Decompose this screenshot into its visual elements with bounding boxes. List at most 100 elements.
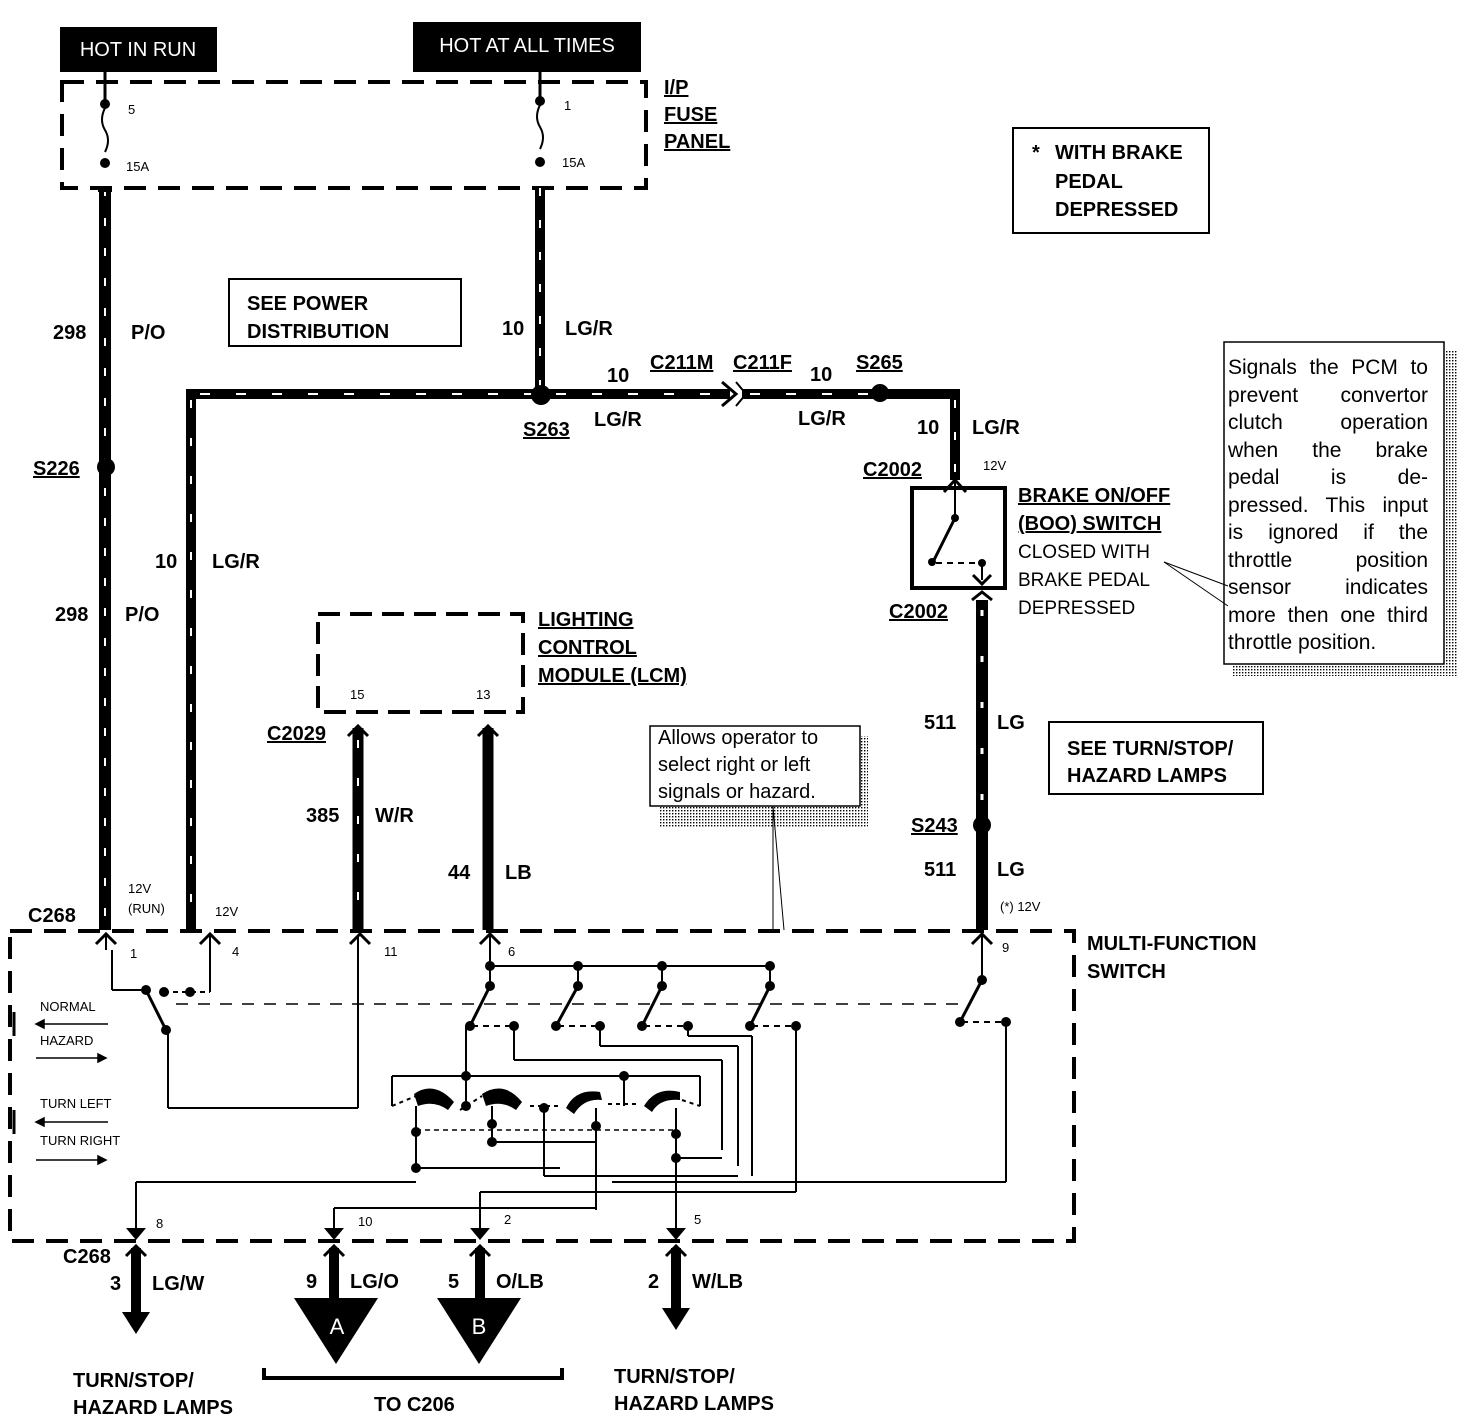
svg-text:SWITCH: SWITCH: [1087, 961, 1166, 983]
svg-text:3: 3: [110, 1273, 121, 1295]
svg-text:HAZARD LAMPS: HAZARD LAMPS: [1067, 765, 1227, 787]
hot-in-run-header: HOT IN RUN: [60, 27, 217, 72]
svg-text:DISTRIBUTION: DISTRIBUTION: [247, 321, 389, 343]
svg-text:13: 13: [476, 687, 490, 702]
svg-text:2: 2: [648, 1271, 659, 1293]
svg-text:HAZARD: HAZARD: [40, 1033, 93, 1048]
svg-text:LIGHTING: LIGHTING: [538, 609, 634, 631]
svg-text:W/R: W/R: [375, 805, 414, 827]
svg-text:DEPRESSED: DEPRESSED: [1018, 598, 1135, 619]
fuse-right: [535, 96, 545, 167]
svg-text:W/LB: W/LB: [692, 1271, 743, 1293]
svg-text:Allows operator to: Allows operator to: [658, 727, 818, 749]
svg-text:15A: 15A: [126, 159, 149, 174]
svg-text:LG/R: LG/R: [212, 551, 260, 573]
svg-text:5: 5: [694, 1212, 701, 1227]
svg-text:C268: C268: [63, 1246, 111, 1268]
pcm-note-text: Signals the PCM to prevent convertor clu…: [1228, 354, 1428, 657]
svg-text:P/O: P/O: [131, 322, 165, 344]
svg-text:LG/R: LG/R: [798, 408, 846, 430]
svg-text:B: B: [472, 1314, 487, 1339]
svg-text:15: 15: [350, 687, 364, 702]
svg-text:LG/R: LG/R: [565, 318, 613, 340]
svg-text:10: 10: [810, 364, 832, 386]
svg-text:HOT IN RUN: HOT IN RUN: [80, 39, 196, 61]
fuse-panel-label: I/P: [664, 77, 688, 99]
svg-text:5: 5: [128, 102, 135, 117]
svg-text:385: 385: [306, 805, 339, 827]
svg-text:8: 8: [156, 1216, 163, 1231]
svg-text:signals or hazard.: signals or hazard.: [658, 781, 816, 803]
svg-text:9: 9: [306, 1271, 317, 1293]
svg-text:1: 1: [130, 946, 137, 961]
svg-text:S265: S265: [856, 352, 903, 374]
svg-text:TURN LEFT: TURN LEFT: [40, 1096, 112, 1111]
svg-text:2: 2: [504, 1212, 511, 1227]
svg-text:12V: 12V: [215, 904, 238, 919]
svg-text:LB: LB: [505, 862, 532, 884]
svg-text:S243: S243: [911, 815, 958, 837]
svg-text:10: 10: [607, 365, 629, 387]
svg-text:MULTI-FUNCTION: MULTI-FUNCTION: [1087, 933, 1257, 955]
svg-text:TURN RIGHT: TURN RIGHT: [40, 1133, 120, 1148]
svg-text:HOT AT ALL TIMES: HOT AT ALL TIMES: [439, 35, 615, 57]
hot-at-all-times-header: HOT AT ALL TIMES: [413, 22, 641, 72]
svg-text:(BOO) SWITCH: (BOO) SWITCH: [1018, 513, 1161, 535]
svg-text:C211F: C211F: [733, 352, 792, 374]
boo-switch: [910, 477, 1007, 590]
svg-text:298: 298: [53, 322, 86, 344]
svg-text:12V: 12V: [128, 881, 151, 896]
svg-text:LG: LG: [997, 859, 1025, 881]
svg-text:C2002: C2002: [863, 459, 922, 481]
arrow-b: B: [437, 1298, 521, 1364]
svg-text:MODULE (LCM): MODULE (LCM): [538, 665, 687, 687]
svg-text:TO C206: TO C206: [374, 1394, 455, 1416]
turn-stop-note: SEE TURN/STOP/ HAZARD LAMPS: [1048, 721, 1264, 795]
svg-text:C2029: C2029: [267, 723, 326, 745]
svg-text:SEE POWER: SEE POWER: [247, 293, 369, 315]
svg-text:4: 4: [232, 944, 239, 959]
svg-text:A: A: [330, 1314, 345, 1339]
svg-text:CLOSED WITH: CLOSED WITH: [1018, 542, 1150, 563]
svg-text:5: 5: [448, 1271, 459, 1293]
svg-text:C211M: C211M: [650, 352, 713, 374]
splice-s263: [531, 385, 551, 405]
svg-text:C2002: C2002: [889, 601, 948, 623]
svg-text:select right or left: select right or left: [658, 754, 811, 776]
svg-text:TURN/STOP/: TURN/STOP/: [73, 1370, 194, 1392]
svg-text:HAZARD LAMPS: HAZARD LAMPS: [614, 1393, 774, 1415]
svg-text:O/LB: O/LB: [496, 1271, 544, 1293]
arrow-a: A: [294, 1298, 378, 1364]
svg-text:12V: 12V: [983, 458, 1006, 473]
svg-text:P/O: P/O: [125, 604, 159, 626]
lcm-box: [316, 612, 525, 714]
svg-text:LG: LG: [997, 712, 1025, 734]
svg-text:10: 10: [358, 1214, 372, 1229]
svg-text:CONTROL: CONTROL: [538, 637, 637, 659]
svg-text:511: 511: [924, 859, 956, 881]
svg-text:DEPRESSED: DEPRESSED: [1055, 199, 1178, 221]
svg-text:TURN/STOP/: TURN/STOP/: [614, 1366, 735, 1388]
svg-text:FUSE: FUSE: [664, 104, 717, 126]
svg-text:PEDAL: PEDAL: [1055, 171, 1123, 193]
multi-function-switch-box: [8, 929, 1076, 1243]
svg-text:C268: C268: [28, 905, 76, 927]
svg-text:1: 1: [564, 98, 571, 113]
fuse-left: [100, 99, 110, 168]
svg-text:*: *: [1032, 142, 1040, 164]
svg-text:298: 298: [55, 604, 88, 626]
svg-text:(*) 12V: (*) 12V: [1000, 899, 1041, 914]
svg-text:10: 10: [502, 318, 524, 340]
power-distribution-note: SEE POWER DISTRIBUTION: [228, 278, 462, 347]
svg-text:(RUN): (RUN): [128, 901, 165, 916]
svg-text:LG/R: LG/R: [594, 409, 642, 431]
svg-text:PANEL: PANEL: [664, 131, 730, 153]
svg-text:10: 10: [917, 417, 939, 439]
svg-text:SEE TURN/STOP/: SEE TURN/STOP/: [1067, 738, 1234, 760]
svg-text:LG/O: LG/O: [350, 1271, 399, 1293]
brake-note-box: * WITH BRAKE PEDAL DEPRESSED: [1012, 127, 1210, 234]
svg-text:511: 511: [924, 712, 956, 734]
svg-text:S263: S263: [523, 419, 570, 441]
svg-text:6: 6: [508, 944, 515, 959]
